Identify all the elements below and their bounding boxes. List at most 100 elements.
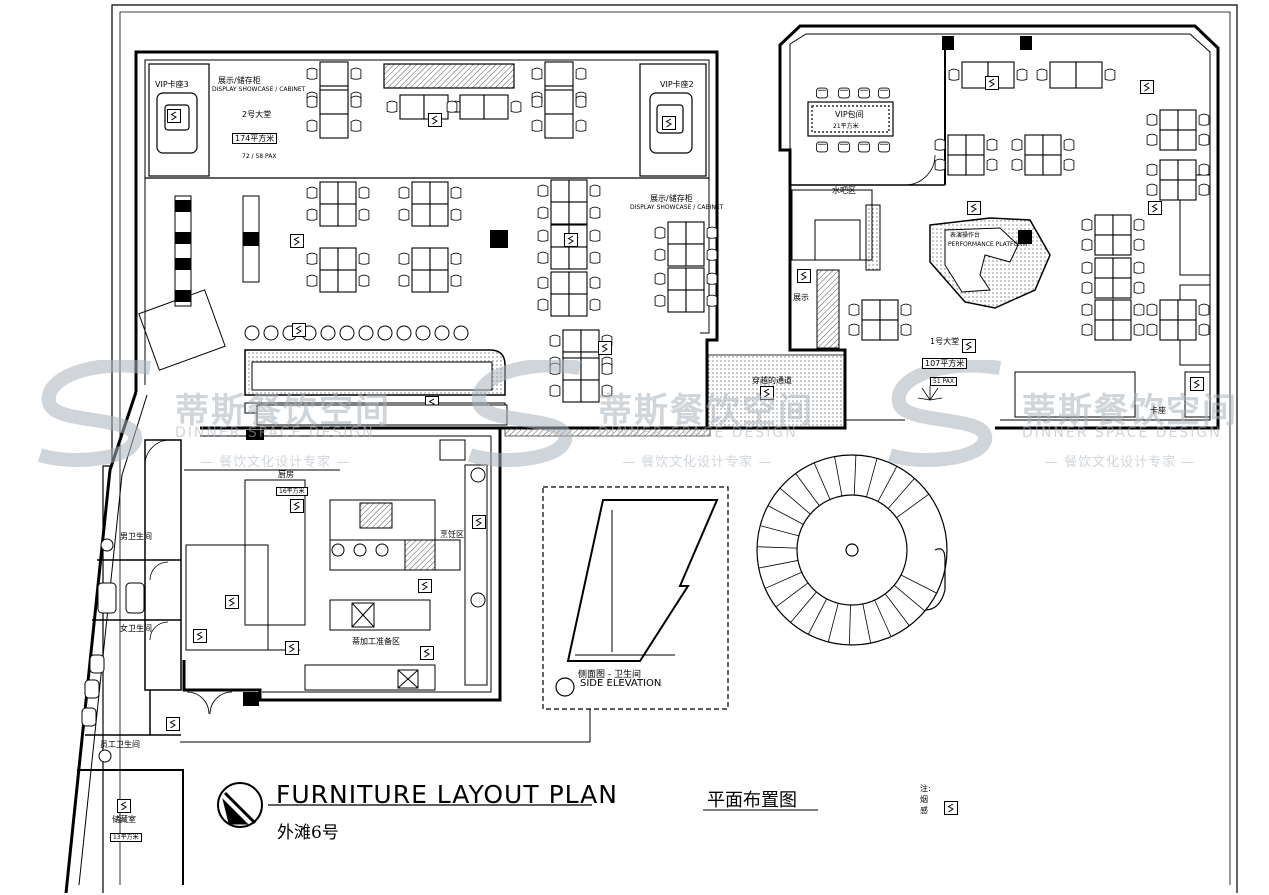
stair-step <box>758 560 799 569</box>
smoke-symbol <box>193 628 207 644</box>
smoke-symbol <box>292 322 306 338</box>
stair-step <box>884 593 910 626</box>
label-hall1-pax: 51 PAX <box>930 377 957 386</box>
chair <box>537 184 549 197</box>
chair <box>350 119 362 132</box>
table <box>568 246 588 270</box>
label-hall2: 2号大堂 <box>242 110 272 119</box>
chair <box>1133 323 1145 336</box>
table <box>1094 277 1114 299</box>
table <box>550 271 570 295</box>
table <box>568 271 588 295</box>
label-staff-wc: 员工卫生间 <box>100 740 140 749</box>
smoke-symbol <box>662 115 676 131</box>
left-building-walls <box>64 50 719 894</box>
table <box>319 203 339 227</box>
chair <box>1198 183 1210 196</box>
chair <box>1036 68 1048 81</box>
chair <box>446 100 458 113</box>
smoke-symbol <box>985 75 999 91</box>
chair <box>549 384 561 397</box>
chair <box>358 208 370 221</box>
title-en: FURNITURE LAYOUT PLAN <box>276 780 618 809</box>
table <box>337 203 357 227</box>
railing <box>504 427 711 437</box>
table <box>337 181 357 205</box>
label-display-top: 展示/储存柜 <box>218 76 261 85</box>
chair <box>1146 133 1158 146</box>
table <box>1159 159 1179 181</box>
table <box>685 267 705 291</box>
stair-step <box>779 487 811 515</box>
chair <box>549 334 561 347</box>
chair <box>1016 68 1028 81</box>
smoke-symbol <box>285 640 299 656</box>
label-store: 储藏室 <box>112 815 136 824</box>
label-display-mid: 展示/储存柜 <box>650 194 693 203</box>
side-elevation-en: SIDE ELEVATION <box>580 678 662 689</box>
table <box>1094 299 1114 321</box>
chair <box>877 141 891 153</box>
chair <box>450 274 462 287</box>
stair-step <box>874 599 892 637</box>
chair <box>537 206 549 219</box>
table <box>483 94 509 120</box>
smoke-symbol <box>1190 376 1204 392</box>
table <box>1177 299 1197 321</box>
chair <box>857 87 871 99</box>
chair <box>1133 238 1145 251</box>
chair <box>358 274 370 287</box>
label-booth: 卡座 <box>1150 406 1166 415</box>
chair <box>589 206 601 219</box>
table <box>1049 61 1077 89</box>
chair <box>1133 281 1145 294</box>
table <box>1177 159 1197 181</box>
chair <box>575 119 587 132</box>
chair <box>1198 113 1210 126</box>
label-vip3: VIP卡座3 <box>155 80 189 89</box>
table <box>550 201 570 225</box>
table <box>544 61 574 87</box>
table <box>1112 277 1132 299</box>
table <box>961 61 989 89</box>
label-male-wc: 男卫生间 <box>120 532 152 541</box>
table <box>1075 61 1103 89</box>
stair-step <box>866 458 878 498</box>
chair <box>848 303 860 316</box>
chair <box>934 138 946 151</box>
chair <box>306 67 318 80</box>
table <box>544 113 574 139</box>
chair <box>601 384 613 397</box>
table <box>580 379 600 403</box>
table <box>1094 319 1114 341</box>
stair-step <box>877 466 898 502</box>
table <box>667 289 687 313</box>
side-elevation-cn: 侧面图 - 卫生间 <box>578 670 641 680</box>
chair <box>450 186 462 199</box>
table <box>580 329 600 353</box>
smoke-symbol <box>967 200 981 216</box>
table <box>319 61 349 87</box>
chair <box>398 252 410 265</box>
table <box>861 319 881 341</box>
bar-stool <box>320 325 336 341</box>
chair <box>1198 303 1210 316</box>
dining-tables-hall2 <box>244 61 718 403</box>
chair <box>1104 68 1116 81</box>
table <box>1024 154 1044 176</box>
table <box>562 379 582 403</box>
chair <box>948 68 960 81</box>
label-water-bar: 水吧区 <box>832 186 856 195</box>
table <box>1159 179 1179 201</box>
smoke-symbol <box>290 233 304 249</box>
chair <box>306 208 318 221</box>
stair-step <box>807 598 828 635</box>
chair <box>601 362 613 375</box>
spiral-staircase <box>756 454 948 646</box>
table <box>429 247 449 271</box>
label-performance: 表演操作台 <box>950 232 981 239</box>
stair-step <box>757 546 798 549</box>
table <box>544 89 574 115</box>
chair <box>706 248 718 261</box>
